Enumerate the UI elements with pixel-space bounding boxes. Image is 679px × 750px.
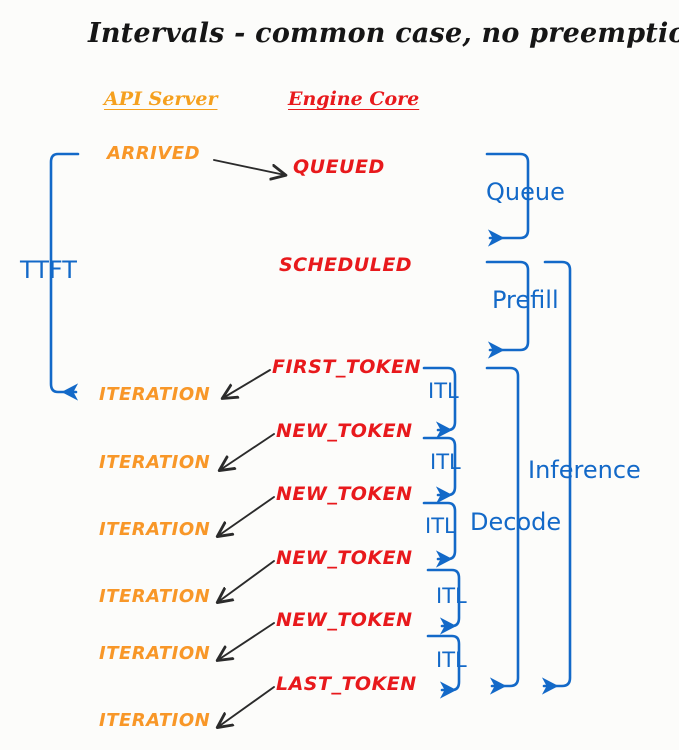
engine-event-first-token: FIRST_TOKEN xyxy=(272,356,422,378)
api-event-iteration-1: ITERATION xyxy=(99,384,211,405)
interval-label-itl-3: ITL xyxy=(425,514,456,538)
interval-label-itl-2: ITL xyxy=(430,450,461,474)
interval-label-ttft: TTFT xyxy=(20,256,77,284)
column-header-engine-core: Engine Core xyxy=(288,88,420,110)
interval-label-itl-5: ITL xyxy=(436,648,467,672)
column-header-api-server: API Server xyxy=(104,88,218,110)
interval-label-itl-1: ITL xyxy=(428,379,459,403)
api-event-iteration-3: ITERATION xyxy=(99,519,211,540)
engine-event-scheduled: SCHEDULED xyxy=(279,254,413,276)
arrow-last-token-to-iteration-6 xyxy=(218,686,275,727)
arrow-first-token-to-iteration-1 xyxy=(223,369,271,398)
api-event-iteration-4: ITERATION xyxy=(99,586,211,607)
api-event-iteration-6: ITERATION xyxy=(99,710,211,731)
arrow-arrived-to-queued xyxy=(213,159,285,175)
arrow-new-token-to-iteration-3 xyxy=(218,496,275,536)
engine-event-new-token-4: NEW_TOKEN xyxy=(276,609,413,631)
api-event-arrived: ARRIVED xyxy=(107,143,201,164)
arrow-new-token-to-iteration-2 xyxy=(220,433,275,470)
engine-event-new-token-2: NEW_TOKEN xyxy=(276,483,413,505)
interval-label-inference: Inference xyxy=(528,456,641,484)
api-event-iteration-2: ITERATION xyxy=(99,452,211,473)
engine-event-new-token-3: NEW_TOKEN xyxy=(276,547,413,569)
interval-label-prefill: Prefill xyxy=(492,286,559,314)
arrow-new-token-to-iteration-5 xyxy=(218,622,275,660)
engine-event-queued: QUEUED xyxy=(293,156,385,178)
page-title: Intervals - common case, no preemptions xyxy=(88,18,679,49)
interval-label-decode: Decode xyxy=(470,508,562,536)
interval-label-queue: Queue xyxy=(486,178,565,206)
api-event-iteration-5: ITERATION xyxy=(99,643,211,664)
interval-label-itl-4: ITL xyxy=(436,584,467,608)
engine-event-last-token: LAST_TOKEN xyxy=(276,673,417,695)
arrow-new-token-to-iteration-4 xyxy=(218,560,275,602)
engine-event-new-token-1: NEW_TOKEN xyxy=(276,420,413,442)
